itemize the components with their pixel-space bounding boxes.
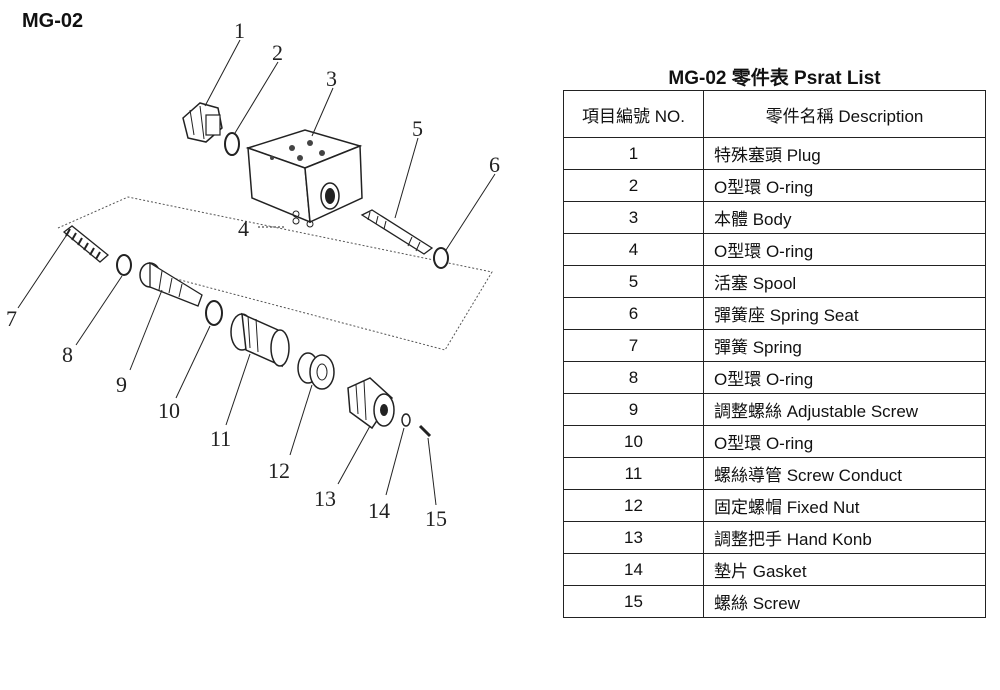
row-desc: O型環 O-ring bbox=[703, 425, 986, 458]
row-no: 9 bbox=[563, 393, 704, 426]
row-no: 5 bbox=[563, 265, 704, 298]
row-desc: O型環 O-ring bbox=[703, 169, 986, 202]
row-no: 6 bbox=[563, 297, 704, 330]
row-no: 14 bbox=[563, 553, 704, 586]
row-no: 8 bbox=[563, 361, 704, 394]
part-screw-conduct bbox=[230, 312, 290, 368]
row-no: 4 bbox=[563, 233, 704, 266]
row-desc: 螺絲導管 Screw Conduct bbox=[703, 457, 986, 490]
part-gasket bbox=[401, 413, 411, 427]
part-spring-seat bbox=[433, 247, 449, 269]
row-no: 3 bbox=[563, 201, 704, 234]
part-hand-knob bbox=[347, 377, 395, 430]
callout-7: 7 bbox=[6, 306, 17, 331]
part-adjustable-screw bbox=[139, 261, 203, 307]
row-no: 13 bbox=[563, 521, 704, 554]
part-fixed-nut bbox=[297, 352, 335, 390]
row-desc: O型環 O-ring bbox=[703, 361, 986, 394]
row-no: 2 bbox=[563, 169, 704, 202]
exploded-view-diagram: 1 2 3 4 5 6 7 8 9 10 11 12 13 14 15 bbox=[6, 18, 500, 531]
row-desc: 螺絲 Screw bbox=[703, 585, 986, 618]
callout-3: 3 bbox=[326, 66, 337, 91]
part-o-ring-2 bbox=[224, 132, 240, 156]
row-no: 15 bbox=[563, 585, 704, 618]
row-desc: 特殊塞頭 Plug bbox=[703, 137, 986, 170]
part-spool bbox=[360, 209, 434, 255]
part-o-ring-8 bbox=[116, 254, 132, 276]
row-no: 7 bbox=[563, 329, 704, 362]
part-o-ring-10 bbox=[205, 300, 223, 326]
part-spring bbox=[62, 225, 110, 263]
leader-lines bbox=[17, 39, 496, 506]
callout-2: 2 bbox=[272, 40, 283, 65]
part-body bbox=[245, 129, 363, 224]
row-desc: 固定螺帽 Fixed Nut bbox=[703, 489, 986, 522]
row-desc: 彈簧 Spring bbox=[703, 329, 986, 362]
row-desc: 活塞 Spool bbox=[703, 265, 986, 298]
callout-1: 1 bbox=[234, 18, 245, 43]
callout-15: 15 bbox=[425, 506, 447, 531]
callout-8: 8 bbox=[62, 342, 73, 367]
row-no: 10 bbox=[563, 425, 704, 458]
row-desc: 彈簧座 Spring Seat bbox=[703, 297, 986, 330]
row-no: 1 bbox=[563, 137, 704, 170]
row-desc: 本體 Body bbox=[703, 201, 986, 234]
callout-11: 11 bbox=[210, 426, 231, 451]
part-screw bbox=[418, 424, 432, 438]
part-plug bbox=[182, 102, 223, 143]
part-o-ring-4 bbox=[258, 210, 314, 228]
row-desc: O型環 O-ring bbox=[703, 233, 986, 266]
row-no: 12 bbox=[563, 489, 704, 522]
callout-12: 12 bbox=[268, 458, 290, 483]
model-label: MG-02 bbox=[22, 10, 84, 32]
assembly-axis-line bbox=[57, 196, 493, 351]
header-no: 項目編號 NO. bbox=[563, 90, 704, 138]
row-desc: 調整把手 Hand Konb bbox=[703, 521, 986, 554]
parts-list-title: MG-02 零件表 Psrat List bbox=[668, 68, 881, 89]
callout-14: 14 bbox=[368, 498, 390, 523]
callout-10: 10 bbox=[158, 398, 180, 423]
callout-6: 6 bbox=[489, 152, 500, 177]
table-header-row: 項目編號 NO. 零件名稱 Description bbox=[563, 90, 986, 138]
row-no: 11 bbox=[563, 457, 704, 490]
callout-9: 9 bbox=[116, 372, 127, 397]
row-desc: 調整螺絲 Adjustable Screw bbox=[703, 393, 986, 426]
callout-4: 4 bbox=[238, 216, 249, 241]
callout-13: 13 bbox=[314, 486, 336, 511]
header-description: 零件名稱 Description bbox=[703, 90, 986, 138]
callout-5: 5 bbox=[412, 116, 423, 141]
row-desc: 墊片 Gasket bbox=[703, 553, 986, 586]
